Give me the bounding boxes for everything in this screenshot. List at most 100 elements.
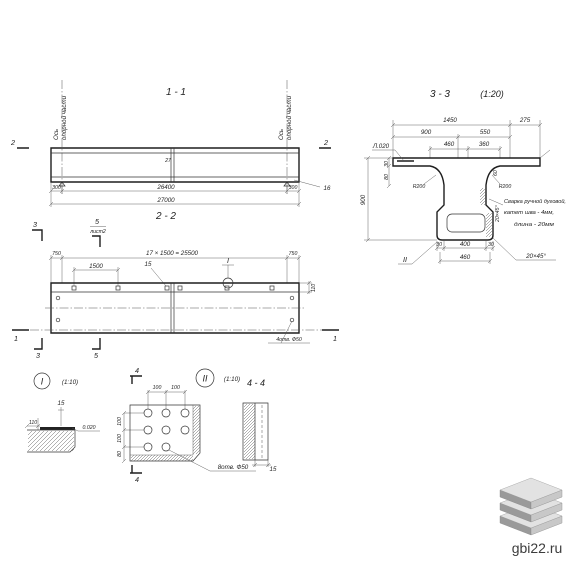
top-extension-lines	[392, 120, 541, 158]
holes-note-4: 4отв. Ф50	[276, 337, 302, 343]
hatch-line	[172, 454, 180, 462]
hatch-line	[243, 403, 254, 414]
hatch-line	[142, 454, 150, 462]
dim-27000: 27000	[156, 197, 175, 204]
callout-16: 16	[324, 185, 331, 192]
cut-mark-3-bottom: 3	[36, 351, 40, 360]
callout-16-leader	[293, 179, 321, 188]
chamfer-bottom: 20×45°	[525, 253, 546, 260]
left-small-dims	[386, 155, 392, 189]
section-4-4-hatching	[243, 403, 256, 460]
detail-2-vdim-100-b: 100	[117, 434, 123, 443]
detail-2-side-dims	[121, 410, 144, 464]
hatch-line	[243, 416, 256, 429]
detail-ii-ref: II	[403, 255, 407, 264]
dimension-line-total	[48, 201, 302, 207]
hole	[143, 425, 153, 435]
hatch-line	[154, 454, 162, 462]
plate-mark-leader	[372, 149, 405, 162]
detail-2-vdim-100-a: 100	[117, 417, 123, 426]
plan-dimension-line	[48, 255, 302, 261]
hole	[180, 425, 190, 435]
hatch-line	[169, 454, 177, 462]
dim-right-300: 300	[289, 185, 298, 191]
hatch-line	[485, 227, 493, 235]
hatch-line	[485, 215, 493, 223]
dim-900-top: 900	[421, 129, 432, 136]
detail-2: II (1:10) 4 4 100 100 100 100 80 8отв. Ф…	[117, 366, 256, 484]
detail-1-plate-mark: 0.020	[83, 425, 96, 431]
detail-2-holes-note: 8отв. Ф50	[218, 464, 249, 471]
hatch-line	[192, 413, 201, 422]
beam-elevation-outline	[50, 147, 300, 183]
hole	[143, 408, 153, 418]
hatch-line	[243, 413, 256, 426]
hatch-line	[198, 452, 201, 455]
dim-60-right: 60	[493, 170, 499, 176]
hatch-line	[192, 443, 201, 452]
beam-elevation-inner-lines	[51, 148, 299, 182]
joint-label: 27	[164, 158, 172, 164]
section-1-1-title: 1 - 1	[166, 87, 186, 98]
embedded-plate	[71, 285, 77, 291]
detail-1-concrete-outline	[27, 429, 76, 453]
embedded-plate	[269, 285, 275, 291]
hatch-line	[192, 416, 201, 425]
cut-mark-5-top: 5	[95, 217, 100, 226]
section-3-3-scale: (1:20)	[480, 89, 504, 99]
detail-2-hatching-side	[192, 405, 201, 455]
detail-1-plate-leader	[71, 427, 100, 432]
dim-17x1500: 17 × 1500 = 25500	[146, 250, 199, 257]
detail-2-holes-leader	[168, 449, 256, 472]
detail-i-leader	[222, 264, 234, 278]
embedded-plate	[177, 285, 183, 291]
hatch-line	[27, 430, 41, 444]
cut-mark-5-bottom: 5	[94, 351, 99, 360]
section-4-4: 4 - 4 15	[242, 378, 277, 473]
dim-900-height: 900	[360, 194, 367, 205]
edge-dimension	[300, 280, 312, 295]
detail-2-plate-outline	[129, 404, 201, 462]
cut-mark-4-top: 4	[135, 366, 139, 375]
hatch-line	[243, 440, 256, 453]
detail-2-vdim-80: 80	[117, 451, 123, 457]
hole	[161, 408, 171, 418]
hatch-line	[178, 454, 186, 462]
detail-2-label: II	[202, 374, 208, 384]
detail-2-dim-100-a: 100	[153, 385, 162, 391]
cut-mark-1-left: 1	[14, 334, 18, 343]
hatch-line	[251, 455, 256, 460]
hatch-line	[243, 434, 256, 447]
detail-1-dim-110: 110	[29, 420, 37, 426]
section-2-2: 2 - 2 3 5 лист2 750 17 × 1500 = 25500 75…	[12, 211, 339, 360]
hatch-line	[160, 454, 168, 462]
hatch-line	[71, 448, 75, 452]
cut-4-marks	[130, 375, 142, 474]
slabs-logo-icon	[499, 477, 563, 536]
hatch-line	[148, 454, 156, 462]
hatch-line	[192, 440, 201, 449]
step-dimension-line	[71, 267, 121, 286]
hatch-line	[192, 405, 200, 413]
callout-15: 15	[145, 261, 152, 268]
watermark-text: gbi22.ru	[512, 540, 563, 556]
dim-1500: 1500	[89, 263, 103, 270]
hatch-line	[243, 419, 256, 432]
hole	[55, 295, 61, 301]
hatch-line	[243, 437, 256, 450]
hatch-line	[130, 454, 135, 459]
detail-2-circle	[195, 368, 215, 388]
detail-2-hatching-bottom	[130, 454, 194, 462]
axis-label-left-2: опорной части	[61, 95, 68, 140]
hatch-line	[243, 425, 256, 438]
detail-2-holes	[143, 408, 190, 452]
detail-1-label: I	[41, 377, 44, 387]
bottom-width-dimension	[437, 252, 493, 264]
detail-2-dim-100-b: 100	[171, 385, 180, 391]
hatch-line	[485, 230, 493, 238]
tee-section-outline	[392, 157, 541, 241]
hatch-line	[139, 454, 147, 462]
section-1-1: 1 - 1 Ось опорной части Ось опорной част…	[10, 80, 331, 207]
hole	[289, 317, 295, 323]
hatch-line	[67, 444, 75, 452]
